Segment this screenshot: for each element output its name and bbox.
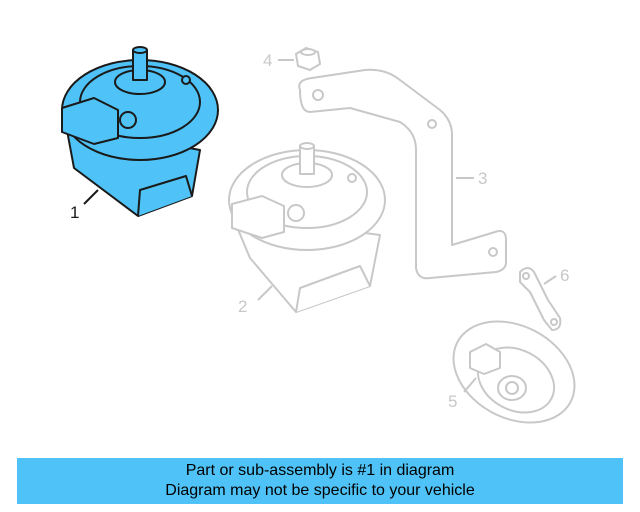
callout-leader-5 [463,377,477,393]
banner-line-2: Diagram may not be specific to your vehi… [165,482,475,499]
part-5-horn[interactable] [436,301,592,442]
part-4-nut[interactable] [294,46,322,72]
callout-leader-6 [543,275,557,285]
part-3-bracket[interactable] [298,68,507,280]
callout-label-6[interactable]: 6 [560,266,569,285]
part-1-horn[interactable] [61,46,219,217]
callout-label-1[interactable]: 1 [70,203,79,222]
parts-diagram: 4 3 2 6 5 [61,46,592,442]
part-6-bracket[interactable] [519,267,562,331]
part-2-horn[interactable] [228,142,386,313]
callout-label-2[interactable]: 2 [238,297,247,316]
callout-label-5[interactable]: 5 [448,392,457,411]
callout-leader-2 [257,285,273,301]
callout-leader-1 [83,189,99,205]
callout-label-3[interactable]: 3 [478,169,487,188]
info-banner: Part or sub-assembly is #1 in diagram Di… [17,458,623,504]
banner-line-1: Part or sub-assembly is #1 in diagram [185,462,455,479]
callout-label-4[interactable]: 4 [263,51,272,70]
